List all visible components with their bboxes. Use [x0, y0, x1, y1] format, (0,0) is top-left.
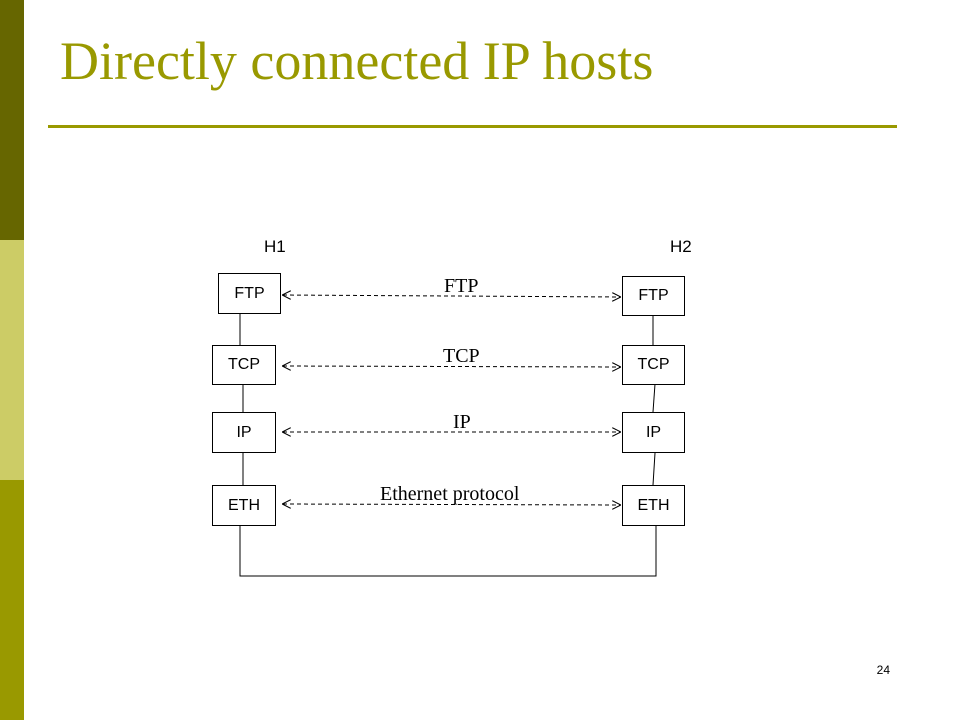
h1-layer-ftp: FTP — [218, 273, 281, 314]
sidebar-segment-top — [0, 0, 24, 240]
peer-label-ftp: FTP — [444, 275, 479, 297]
h2-layer-ftp: FTP — [622, 276, 685, 316]
layer-label: IP — [645, 423, 662, 441]
physical-link — [239, 526, 657, 577]
layer-label: IP — [236, 423, 252, 441]
peer-label-ethernet: Ethernet protocol — [380, 483, 520, 505]
title-rule — [48, 125, 897, 128]
peer-arrow-ftp — [283, 295, 620, 297]
layer-label: ETH — [228, 496, 260, 514]
sidebar-segment-middle — [0, 240, 24, 480]
layer-label: FTP — [638, 287, 669, 304]
slide-title: Directly connected IP hosts — [60, 31, 654, 91]
page-number: 24 — [876, 663, 890, 677]
layer-label: ETH — [637, 496, 670, 514]
peer-label-ip: IP — [453, 411, 471, 433]
h2-layer-ip: IP — [622, 412, 685, 453]
sidebar-decoration — [0, 0, 24, 720]
h2-stack-connector — [652, 383, 656, 413]
h2-stack-connector — [652, 452, 656, 486]
layer-label: FTP — [234, 284, 265, 302]
h1-layer-tcp: TCP — [212, 345, 276, 385]
h2-layer-tcp: TCP — [622, 345, 685, 385]
host-label-h2: H2 — [670, 237, 692, 256]
sidebar-segment-bottom — [0, 480, 24, 720]
layer-label: TCP — [228, 356, 260, 373]
h2-layer-eth: ETH — [622, 485, 685, 526]
host-label-h1: H1 — [264, 237, 286, 256]
peer-arrow-ethernet — [283, 504, 620, 505]
h1-layer-eth: ETH — [212, 485, 276, 526]
peer-label-tcp: TCP — [443, 345, 480, 367]
layer-label: TCP — [637, 356, 670, 373]
peer-arrow-tcp — [283, 366, 620, 367]
h1-layer-ip: IP — [212, 412, 276, 453]
